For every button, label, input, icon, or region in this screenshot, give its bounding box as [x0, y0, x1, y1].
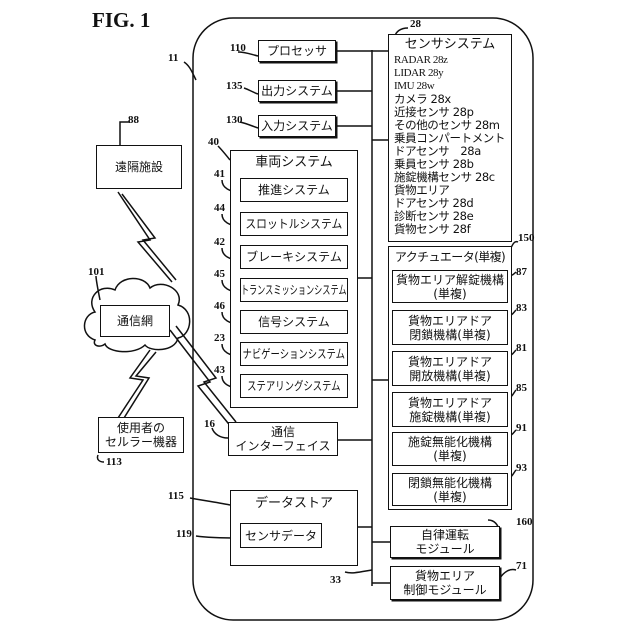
- ref-label: 101: [88, 266, 105, 278]
- sensor-list: RADAR 28zLIDAR 28yIMU 28wカメラ 28x近接センサ 28…: [394, 54, 505, 236]
- ref-label: 42: [214, 236, 225, 248]
- navigation-system-label: ナビゲーションシステム: [243, 347, 345, 361]
- steering-system-box: ステアリングシステム: [240, 374, 348, 398]
- cargo-door-open-mechanism-box: 貨物エリアドア 開放機構(単複): [392, 351, 508, 386]
- figure-title: FIG. 1: [92, 8, 150, 33]
- transmission-system-box: トランスミッションシステム: [240, 278, 348, 302]
- ref-label: 130: [226, 114, 243, 126]
- output-system-box: 出力システム: [258, 80, 336, 102]
- ref-label: 40: [208, 136, 219, 148]
- sensor-system-container: センサシステム RADAR 28zLIDAR 28yIMU 28wカメラ 28x…: [388, 34, 512, 242]
- ref-label: 44: [214, 202, 225, 214]
- lock-disable-mechanism-box: 施錠無能化機構 (単複): [392, 432, 508, 466]
- sensor-item: RADAR 28z: [394, 54, 505, 67]
- sensor-item: LIDAR 28y: [394, 67, 505, 80]
- ref-label: 93: [516, 462, 527, 474]
- ref-label: 135: [226, 80, 243, 92]
- cargo-area-control-module-box: 貨物エリア 制御モジュール: [390, 566, 500, 600]
- ref-label: 88: [128, 114, 139, 126]
- wireless-link-icon: [118, 192, 176, 282]
- ref-label: 41: [214, 168, 225, 180]
- propulsion-system-box: 推進システム: [240, 178, 348, 202]
- sensor-item: 貨物センサ 28f: [394, 223, 505, 236]
- ref-label: 71: [516, 560, 527, 572]
- input-system-box: 入力システム: [258, 115, 336, 137]
- cellular-device-box: 使用者の セルラー機器: [98, 417, 184, 453]
- ref-label: 83: [516, 302, 527, 314]
- wireless-link-icon: [170, 326, 236, 428]
- ref-label: 28: [410, 18, 421, 30]
- ref-label: 33: [330, 574, 341, 586]
- ref-label: 160: [516, 516, 533, 528]
- brake-system-box: ブレーキシステム: [240, 245, 348, 269]
- remote-facility-box: 遠隔施設: [96, 145, 182, 189]
- propulsion-system-label: 推進システム: [258, 183, 330, 197]
- transmission-system-label: トランスミッションシステム: [241, 283, 347, 297]
- steering-system-label: ステアリングシステム: [247, 379, 340, 393]
- cargo-door-close-mechanism-box: 貨物エリアドア 閉鎖機構(単複): [392, 310, 508, 345]
- throttle-system-label: スロットルシステム: [246, 217, 343, 231]
- vehicle-system-title: 車両システム: [231, 155, 357, 170]
- actuators-title: アクチュエータ(単複): [389, 250, 511, 264]
- ref-label: 150: [518, 232, 535, 244]
- processor-box: プロセッサ: [258, 40, 336, 62]
- brake-system-label: ブレーキシステム: [246, 250, 342, 264]
- ref-label: 23: [214, 332, 225, 344]
- wireless-link-icon: [118, 350, 156, 418]
- ref-label: 16: [204, 418, 215, 430]
- ref-label: 46: [214, 300, 225, 312]
- ref-label: 81: [516, 342, 527, 354]
- ref-label: 43: [214, 364, 225, 376]
- navigation-system-box: ナビゲーションシステム: [240, 342, 348, 366]
- ref-label: 91: [516, 422, 527, 434]
- autonomous-driving-module-box: 自律運転 モジュール: [390, 526, 500, 558]
- communication-interface-box: 通信 インターフェイス: [228, 422, 338, 456]
- sensor-data-box: センサデータ: [240, 523, 322, 548]
- network-box: 通信網: [100, 305, 170, 337]
- ref-label: 113: [106, 456, 122, 468]
- ref-label: 115: [168, 490, 184, 502]
- signal-system-box: 信号システム: [240, 310, 348, 334]
- ref-label: 119: [176, 528, 192, 540]
- ref-label: 85: [516, 382, 527, 394]
- sensor-system-title: センサシステム: [389, 37, 511, 52]
- throttle-system-box: スロットルシステム: [240, 212, 348, 236]
- signal-system-label: 信号システム: [258, 315, 330, 329]
- close-disable-mechanism-box: 閉鎖無能化機構 (単複): [392, 473, 508, 506]
- ref-label: 45: [214, 268, 225, 280]
- ref-label: 110: [230, 42, 246, 54]
- cargo-door-lock-mechanism-box: 貨物エリアドア 施錠機構(単複): [392, 392, 508, 427]
- ref-label: 11: [168, 52, 178, 64]
- ref-label: 87: [516, 266, 527, 278]
- datastore-title: データストア: [231, 496, 357, 511]
- cargo-unlock-mechanism-box: 貨物エリア解錠機構 (単複): [392, 270, 508, 303]
